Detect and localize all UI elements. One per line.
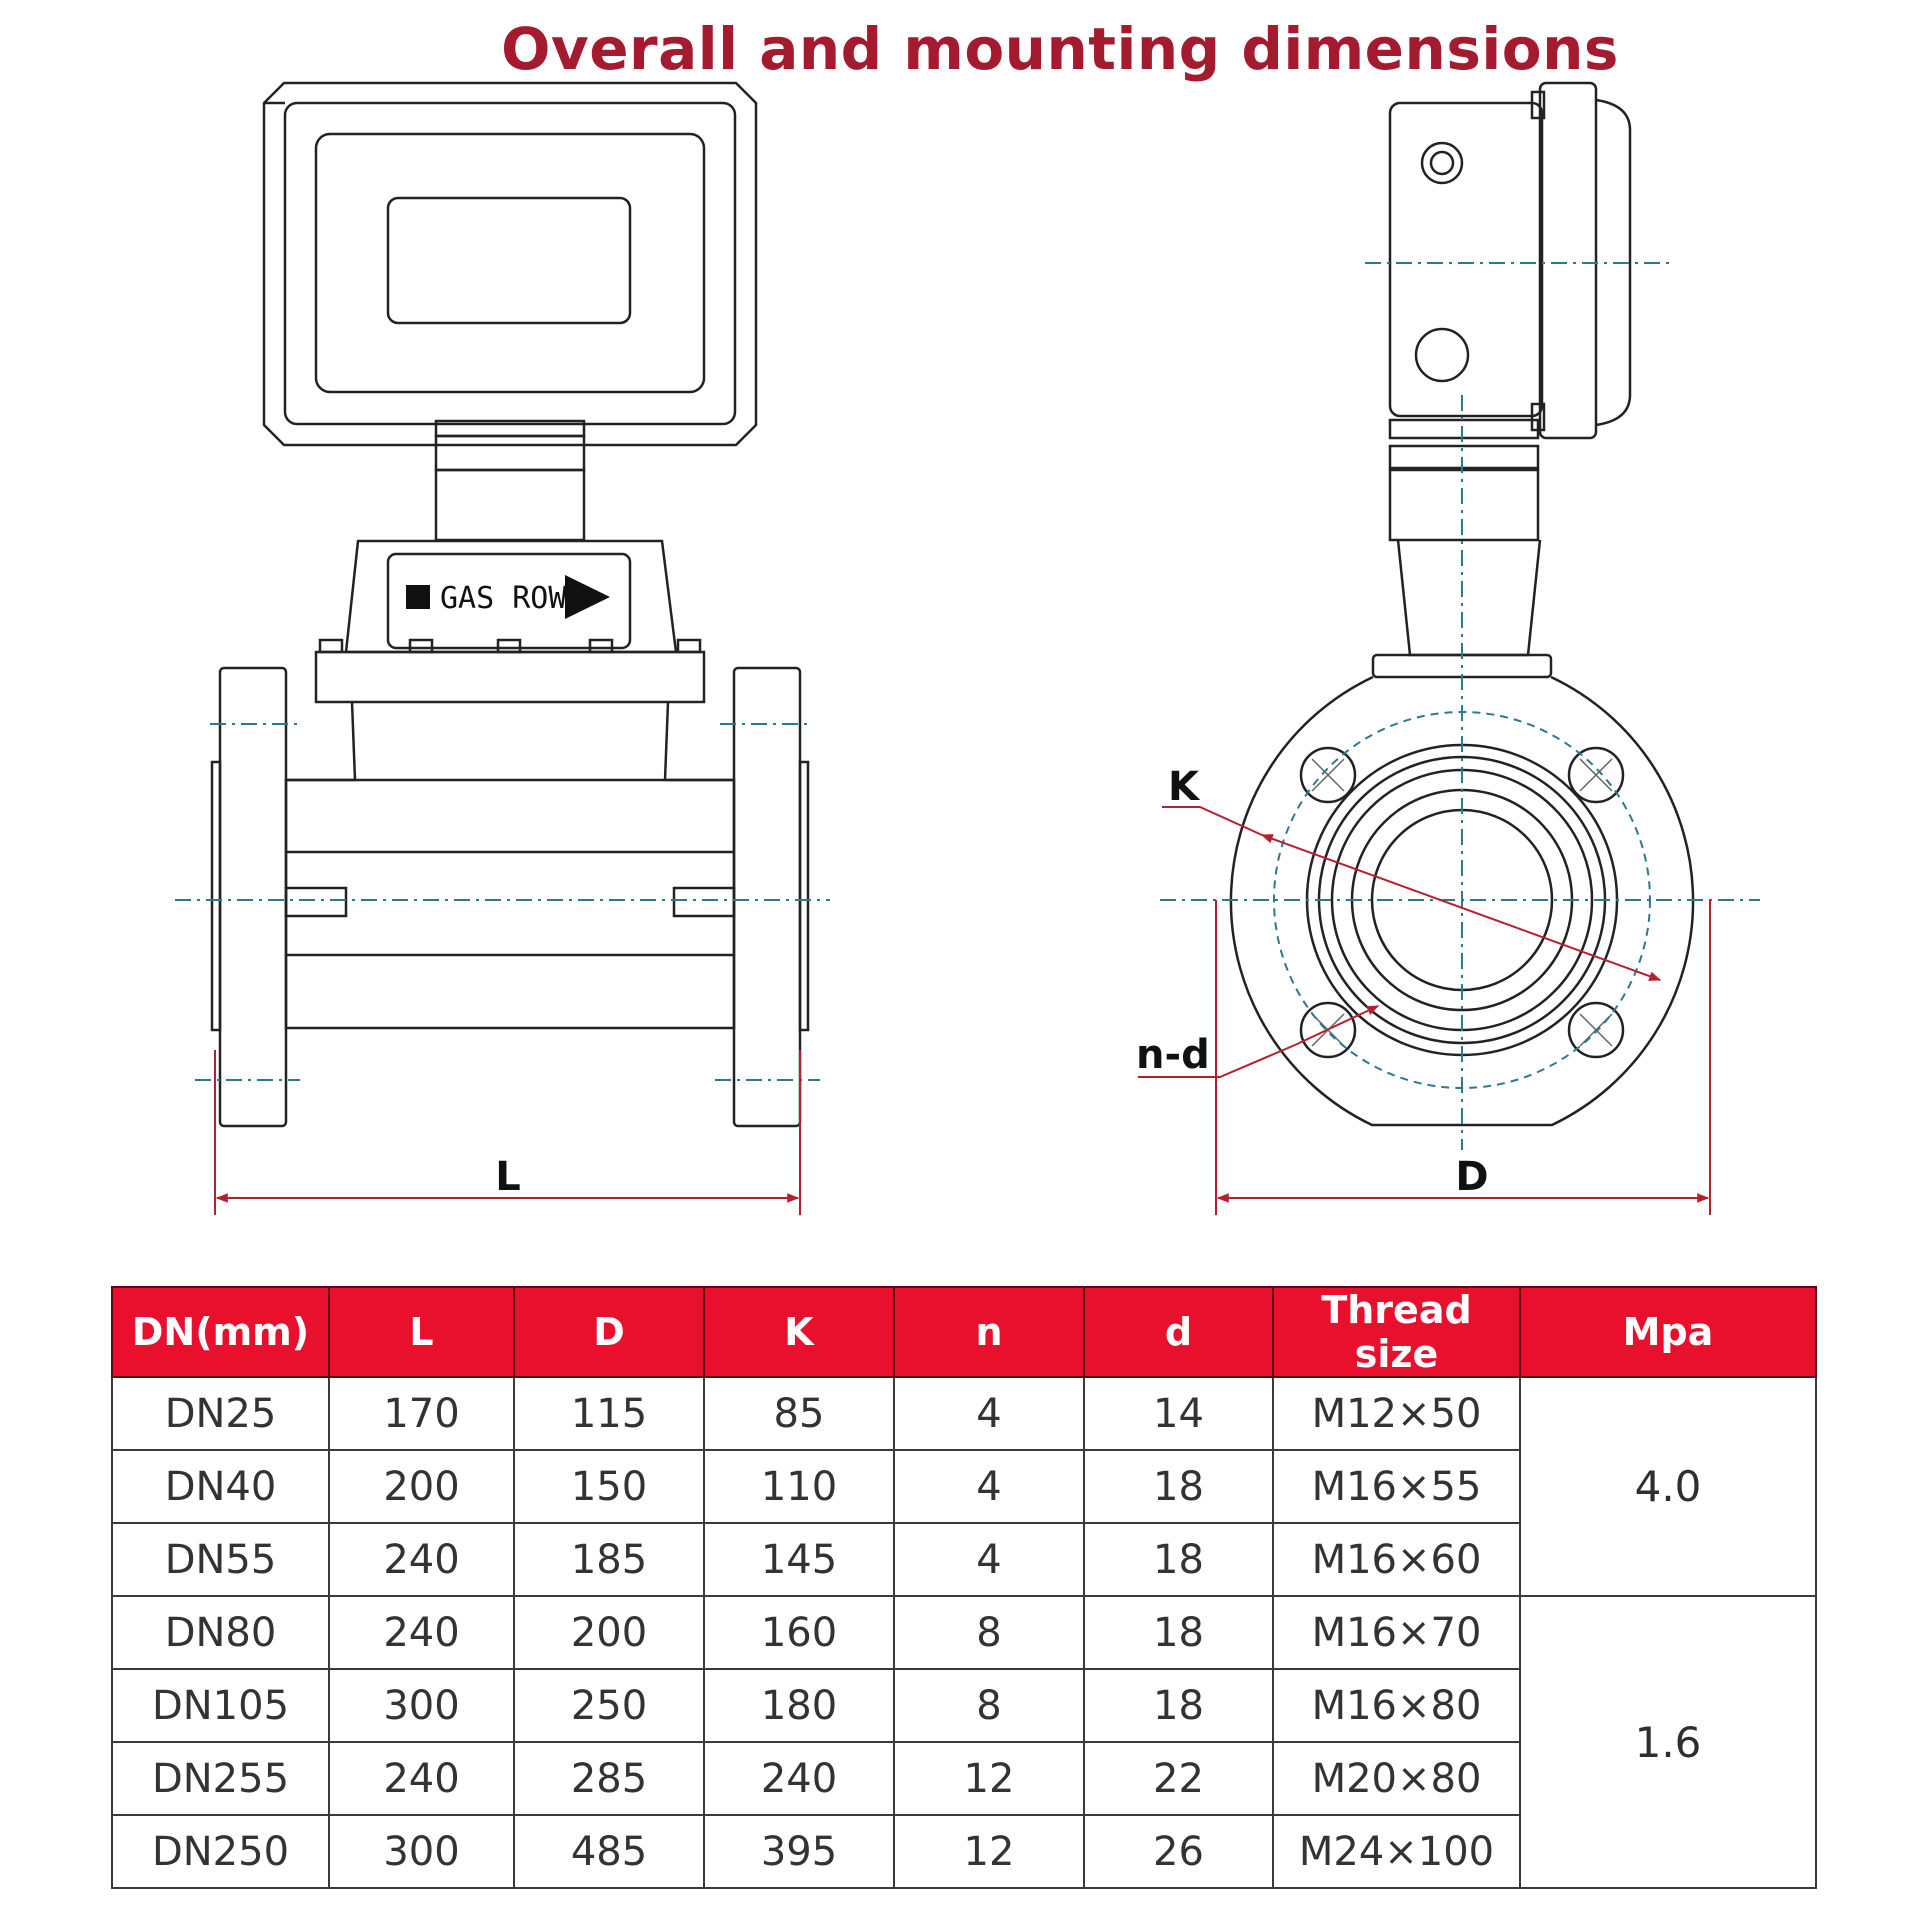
cell-l: 300 bbox=[328, 1814, 515, 1889]
side-center-lines bbox=[1160, 262, 1760, 1150]
head-side-body bbox=[1388, 101, 1544, 418]
header-l: L bbox=[328, 1286, 515, 1378]
cell-hole-d: 18 bbox=[1083, 1595, 1274, 1670]
cell-d: 250 bbox=[513, 1668, 705, 1743]
cell-dn: DN255 bbox=[111, 1741, 330, 1816]
cell-l: 240 bbox=[328, 1595, 515, 1670]
length-dimension bbox=[214, 1050, 801, 1215]
cell-thread-size: M12×50 bbox=[1272, 1376, 1521, 1451]
front-center-lines bbox=[175, 723, 830, 1081]
side-dimensions bbox=[1138, 806, 1711, 1215]
cell-thread-size: M16×60 bbox=[1272, 1522, 1521, 1597]
header-thread-size: Thread size bbox=[1272, 1286, 1521, 1378]
display-screen bbox=[386, 196, 632, 325]
header-d: D bbox=[513, 1286, 705, 1378]
cell-k: 110 bbox=[703, 1449, 895, 1524]
header-hole-d: d bbox=[1083, 1286, 1274, 1378]
length-label: L bbox=[495, 1154, 521, 1200]
bolt-heads bbox=[318, 638, 702, 654]
cell-dn: DN55 bbox=[111, 1522, 330, 1597]
display-housing bbox=[262, 81, 758, 447]
pipe-body bbox=[284, 778, 736, 1030]
port-hole bbox=[1414, 327, 1470, 383]
table-row: DN255 240 285 240 12 22 M20×80 bbox=[111, 1741, 1816, 1816]
cell-thread-size: M16×70 bbox=[1272, 1595, 1521, 1670]
cell-thread-size: M24×100 bbox=[1272, 1814, 1521, 1889]
cell-k: 240 bbox=[703, 1741, 895, 1816]
head-side-cover bbox=[1538, 81, 1598, 440]
cell-l: 200 bbox=[328, 1449, 515, 1524]
dimensions-table: DN(mm) L D K n d Thread size Mpa DN25 17… bbox=[111, 1286, 1817, 1889]
table-row: DN105 300 250 180 8 18 M16×80 bbox=[111, 1668, 1816, 1743]
table-row: DN40 200 150 110 4 18 M16×55 bbox=[111, 1449, 1816, 1524]
cell-dn: DN40 bbox=[111, 1449, 330, 1524]
header-n: n bbox=[893, 1286, 1085, 1378]
cell-l: 300 bbox=[328, 1668, 515, 1743]
cell-k: 180 bbox=[703, 1668, 895, 1743]
cell-thread-size: M20×80 bbox=[1272, 1741, 1521, 1816]
mounting-drawing: GAS ROW L bbox=[175, 81, 1760, 1215]
cell-hole-d: 18 bbox=[1083, 1522, 1274, 1597]
front-view bbox=[210, 81, 810, 1128]
cell-dn: DN105 bbox=[111, 1668, 330, 1743]
table-row: DN55 240 185 145 4 18 M16×60 bbox=[111, 1522, 1816, 1597]
display-window bbox=[314, 132, 706, 394]
cell-d: 150 bbox=[513, 1449, 705, 1524]
cell-dn: DN25 bbox=[111, 1376, 330, 1451]
flow-arrow-icon bbox=[565, 575, 610, 619]
cell-hole-d: 18 bbox=[1083, 1668, 1274, 1743]
cell-thread-size: M16×55 bbox=[1272, 1449, 1521, 1524]
cell-l: 240 bbox=[328, 1522, 515, 1597]
cell-l: 240 bbox=[328, 1741, 515, 1816]
cell-mpa: 4.0 bbox=[1519, 1376, 1817, 1597]
flange-face bbox=[1229, 675, 1695, 1127]
cell-n: 8 bbox=[893, 1668, 1085, 1743]
diameter-label: D bbox=[1455, 1154, 1488, 1200]
cell-d: 185 bbox=[513, 1522, 705, 1597]
page-title: Overall and mounting dimensions bbox=[501, 15, 1619, 83]
cell-n: 4 bbox=[893, 1449, 1085, 1524]
flow-direction-label: GAS ROW bbox=[440, 581, 567, 616]
cell-n: 12 bbox=[893, 1741, 1085, 1816]
cell-k: 145 bbox=[703, 1522, 895, 1597]
right-flange bbox=[732, 666, 802, 1128]
flow-label-group: GAS ROW bbox=[406, 575, 610, 619]
cell-n: 8 bbox=[893, 1595, 1085, 1670]
cell-d: 285 bbox=[513, 1741, 705, 1816]
cell-n: 4 bbox=[893, 1376, 1085, 1451]
left-flange bbox=[218, 666, 288, 1128]
header-k: K bbox=[703, 1286, 895, 1378]
cell-dn: DN80 bbox=[111, 1595, 330, 1670]
cell-n: 12 bbox=[893, 1814, 1085, 1889]
holes-label: n-d bbox=[1136, 1032, 1210, 1078]
cell-hole-d: 22 bbox=[1083, 1741, 1274, 1816]
cell-dn: DN250 bbox=[111, 1814, 330, 1889]
cell-k: 160 bbox=[703, 1595, 895, 1670]
table-row: DN250 300 485 395 12 26 M24×100 bbox=[111, 1814, 1816, 1889]
cell-d: 485 bbox=[513, 1814, 705, 1889]
cell-hole-d: 18 bbox=[1083, 1449, 1274, 1524]
cable-gland-icon bbox=[1420, 141, 1464, 185]
table-header-row: DN(mm) L D K n d Thread size Mpa bbox=[111, 1286, 1817, 1378]
header-mpa: Mpa bbox=[1519, 1286, 1817, 1378]
pitch-circle-label: K bbox=[1168, 764, 1201, 810]
cell-l: 170 bbox=[328, 1376, 515, 1451]
cell-hole-d: 26 bbox=[1083, 1814, 1274, 1889]
bolt-holes bbox=[1299, 746, 1625, 1059]
table-row: DN80 240 200 160 8 18 M16×70 1.6 bbox=[111, 1595, 1817, 1889]
cell-n: 4 bbox=[893, 1522, 1085, 1597]
cell-hole-d: 14 bbox=[1083, 1376, 1274, 1451]
cell-k: 395 bbox=[703, 1814, 895, 1889]
cell-thread-size: M16×80 bbox=[1272, 1668, 1521, 1743]
flow-nameplate bbox=[386, 552, 632, 650]
table-row: DN25 170 115 85 4 14 M12×50 4.0 bbox=[111, 1376, 1817, 1597]
cell-d: 200 bbox=[513, 1595, 705, 1670]
header-dn: DN(mm) bbox=[111, 1286, 330, 1378]
cell-mpa: 1.6 bbox=[1519, 1595, 1817, 1889]
cell-k: 85 bbox=[703, 1376, 895, 1451]
cell-d: 115 bbox=[513, 1376, 705, 1451]
